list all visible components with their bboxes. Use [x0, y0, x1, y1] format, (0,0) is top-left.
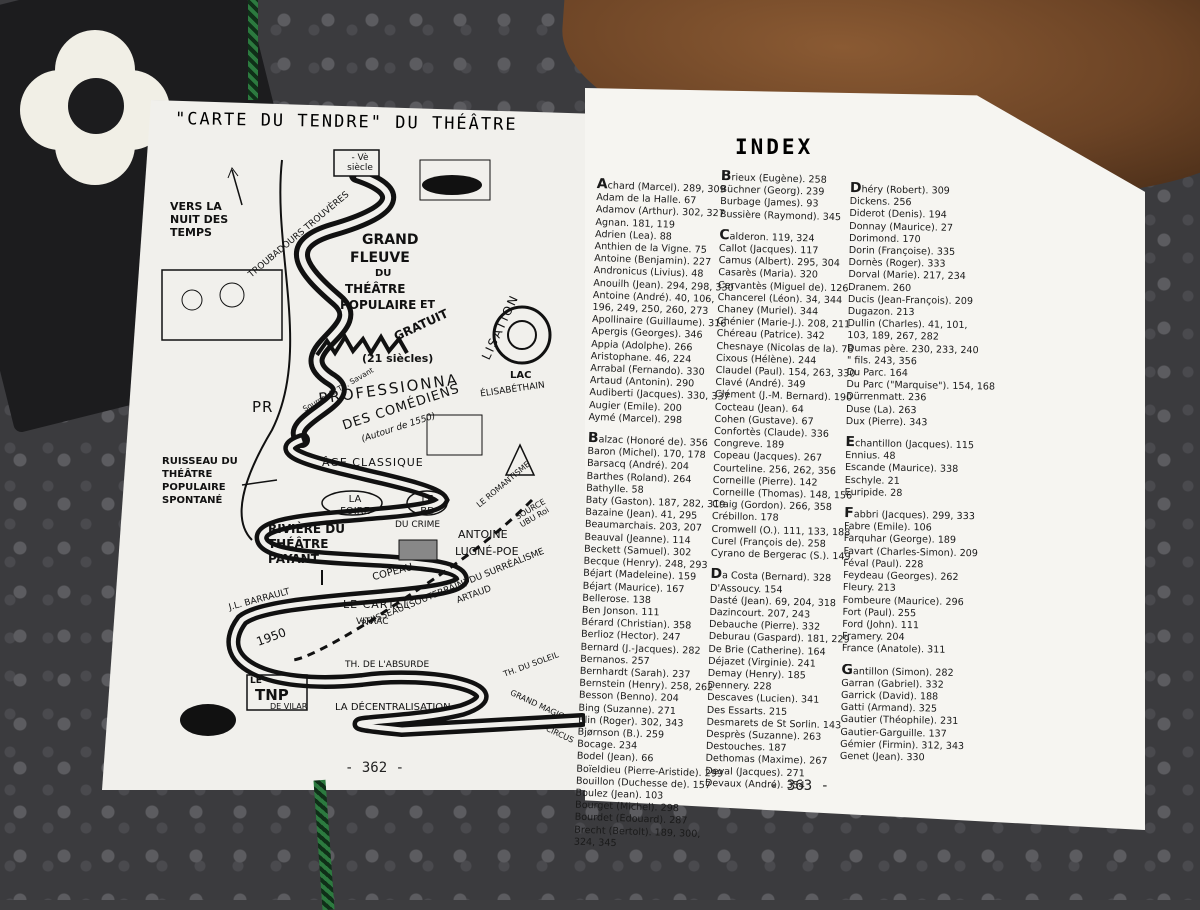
label-ruisseau-spontane: RUISSEAU DU THÉÂTRE POPULAIRE SPONTANÉ	[162, 456, 238, 506]
label-antoine: ANTOINE	[458, 528, 508, 541]
label-tnp: TNP	[255, 686, 289, 704]
label-du: DU	[375, 268, 392, 279]
label-populaire: POPULAIRE	[340, 298, 417, 312]
right-page-number: - 363 -	[770, 778, 830, 794]
label-vers-nuit: VERS LA NUIT DES TEMPS	[170, 200, 229, 239]
label-du-crime: DU CRIME	[395, 520, 441, 530]
label-theatre: THÉÂTRE	[345, 282, 406, 296]
label-grand: GRAND	[362, 232, 419, 248]
label-pr: PR	[252, 398, 274, 416]
flower-pattern	[20, 30, 170, 185]
right-page	[585, 88, 1145, 830]
label-fleuve: FLEUVE	[350, 250, 410, 266]
label-le: LE	[250, 676, 262, 686]
label-lugne-poe: LUGNÉ-POE	[455, 545, 519, 558]
label-lac: LAC	[510, 370, 532, 381]
label-siecle: - Vè siècle	[347, 153, 373, 173]
surrealism-stream	[291, 498, 534, 662]
theatre-map-drawing	[161, 149, 589, 738]
index-title: INDEX	[735, 135, 814, 159]
label-riviere-payant: RIVIÈRE DU THÉÂTRE PAYANT	[268, 522, 345, 566]
label-et: ET	[420, 298, 436, 311]
lac-elisabethain	[492, 305, 552, 365]
label-age-classique: ÂGE CLASSIQUE	[322, 456, 424, 469]
label-le-cartel: LE CARTEL	[343, 598, 411, 611]
theatre-drawing	[426, 414, 483, 456]
left-page-number: - 362 -	[345, 760, 405, 776]
label-la-foire: LA FOIRE	[340, 494, 370, 517]
label-21-siecles: (21 siècles)	[362, 352, 434, 365]
label-decentralisation: LA DÉCENTRALISATION	[335, 702, 451, 713]
index-entry: France (Anatole). 311	[841, 643, 946, 657]
troubadours-drawing	[161, 269, 283, 341]
ship-drawing	[419, 159, 491, 201]
magic-drawing	[180, 704, 236, 736]
index-entry: Genet (Jean). 330	[839, 750, 925, 764]
label-de-vilar: DE VILAR	[270, 702, 308, 711]
label-vitrac: VITRAC	[356, 617, 389, 627]
label-th-absurde: TH. DE L'ABSURDE	[345, 660, 430, 670]
label-le-bd: LE BD	[420, 494, 435, 517]
green-cord-top	[248, 0, 258, 100]
ruisseau-spontane	[240, 159, 292, 541]
